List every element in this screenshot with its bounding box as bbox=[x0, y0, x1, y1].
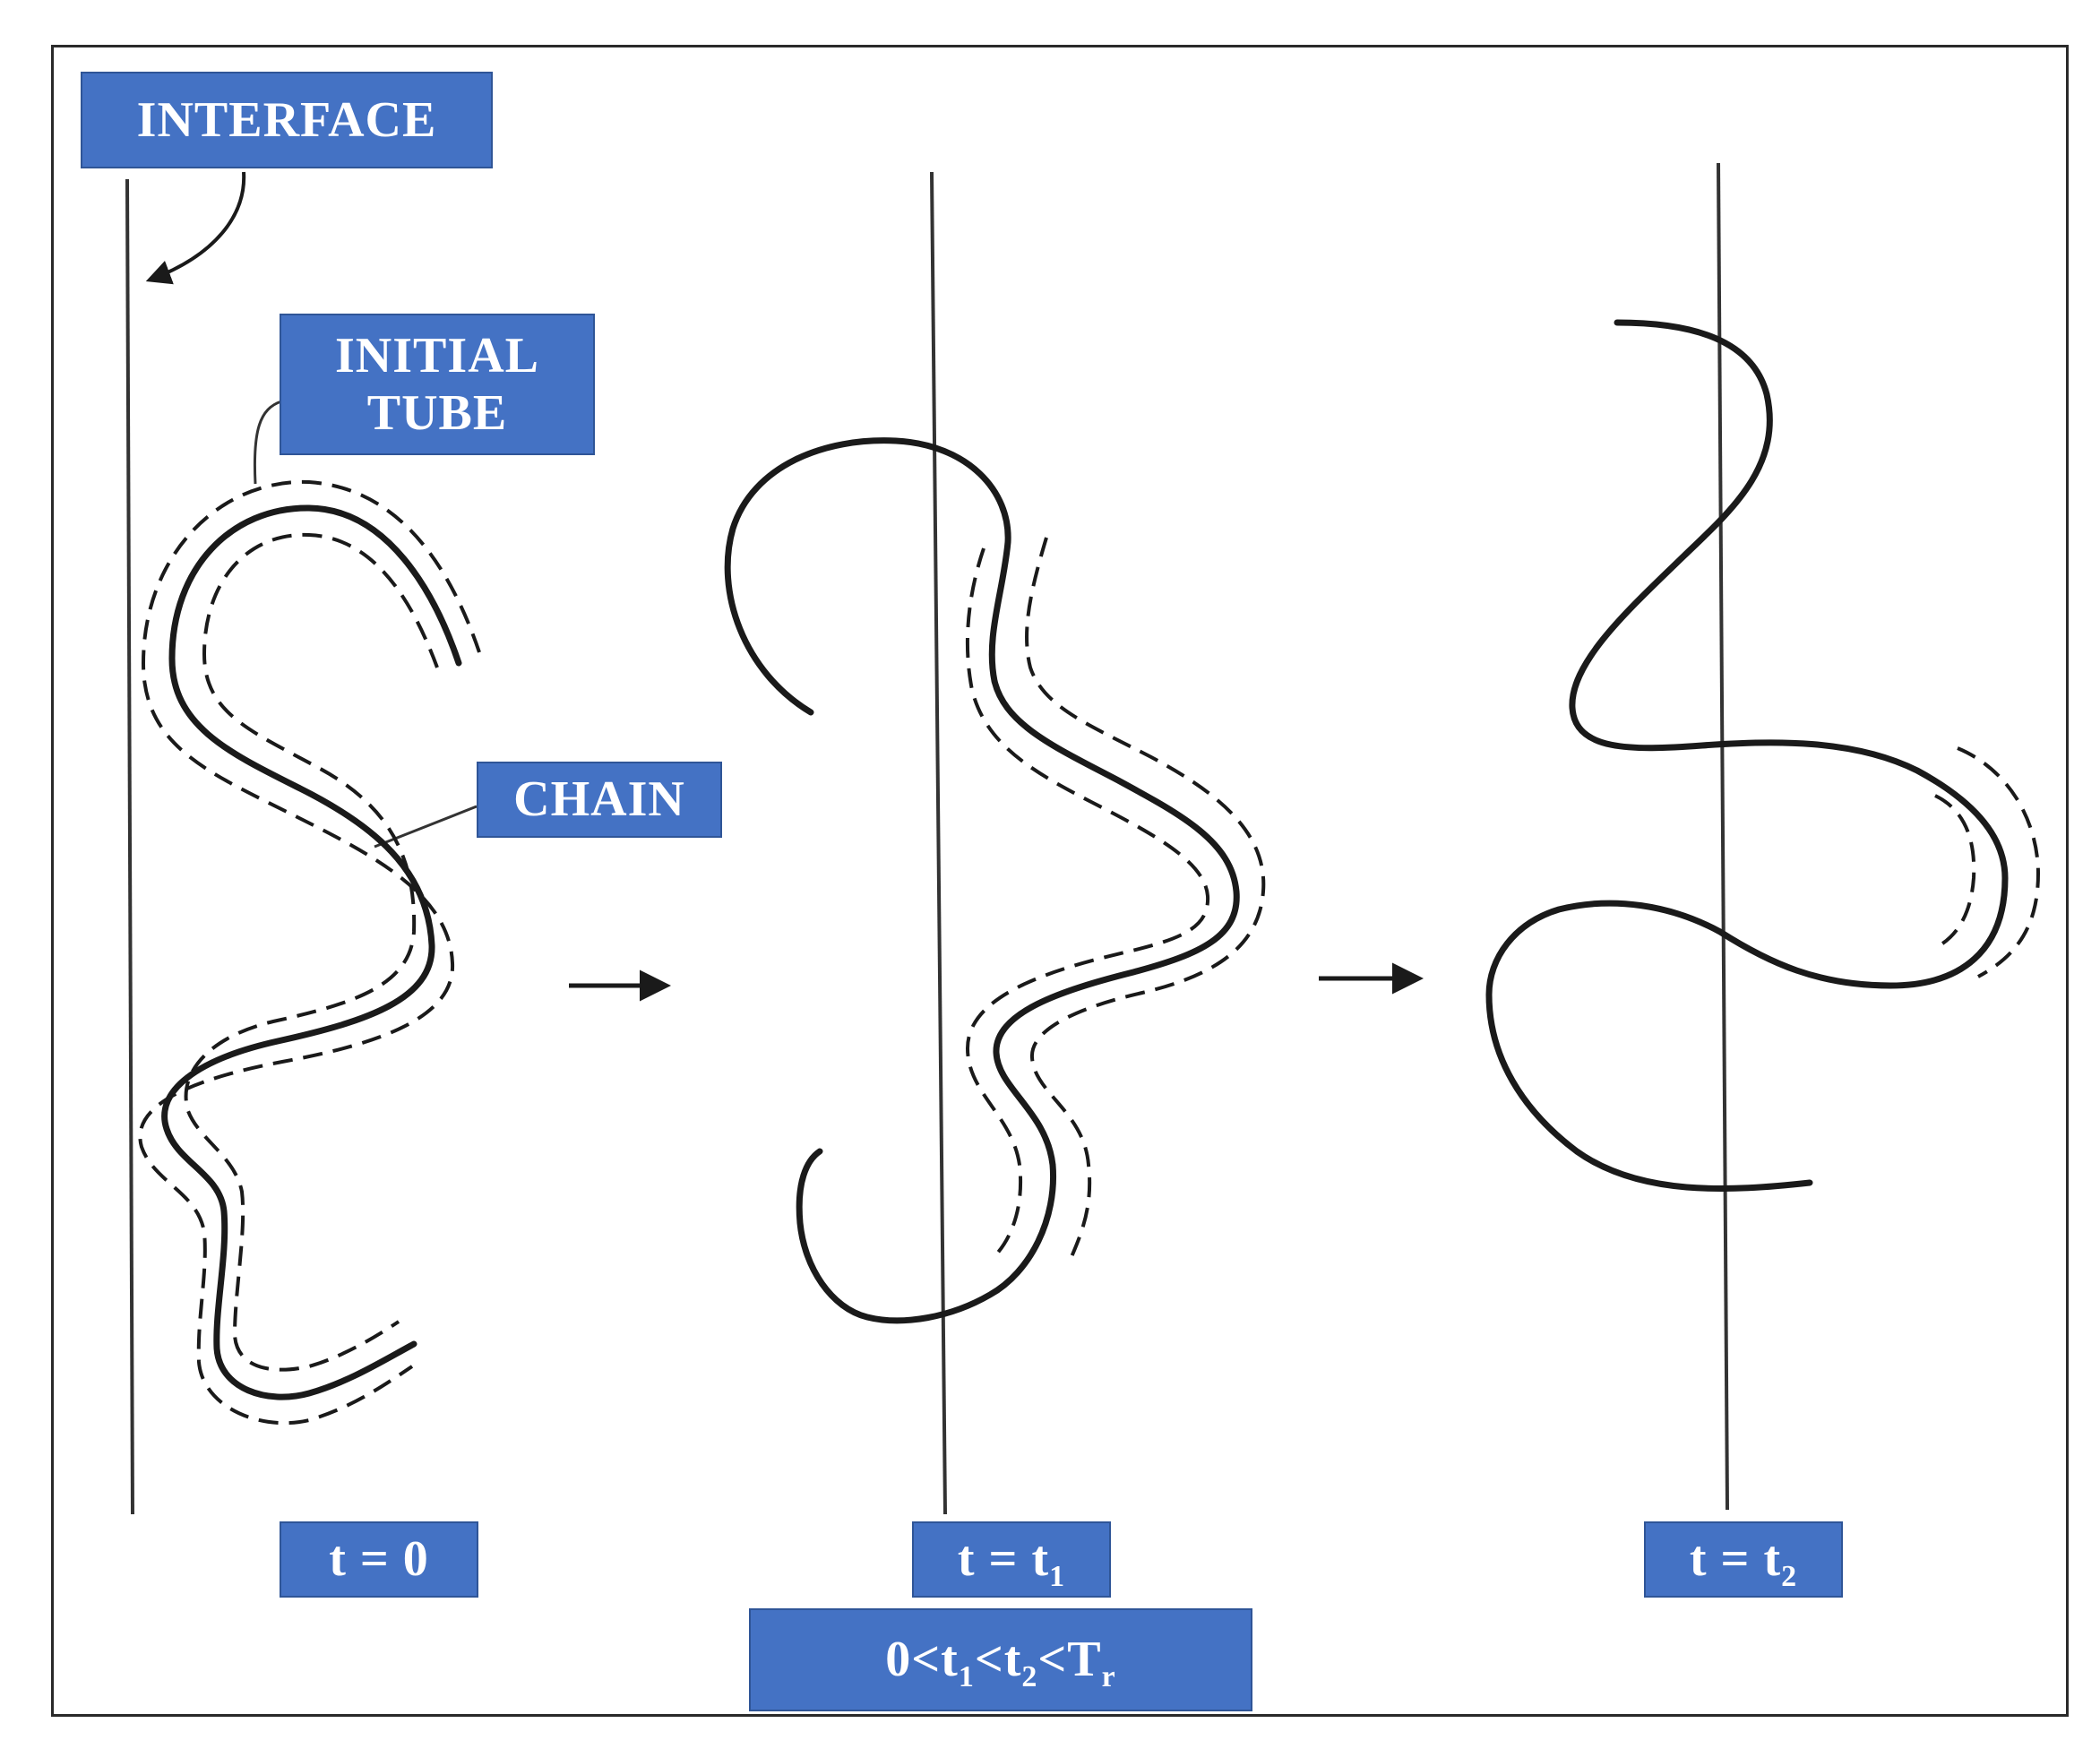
chain-panel-2 bbox=[724, 437, 1240, 1324]
time-1-subscript: 1 bbox=[1049, 1560, 1066, 1594]
time-0-label-text: t = 0 bbox=[329, 1531, 429, 1588]
interface-line-1 bbox=[125, 178, 134, 1515]
diagram-frame bbox=[51, 45, 2069, 1717]
chain-label-text: CHAIN bbox=[513, 771, 685, 828]
initial-tube-inner bbox=[184, 532, 439, 1372]
chain-panel-1 bbox=[161, 504, 462, 1400]
time-2-label-text: t = t2 bbox=[1689, 1530, 1797, 1592]
chain-leader bbox=[374, 805, 478, 849]
chain-panel-3 bbox=[1485, 319, 2009, 1193]
tube-panel-2-outer bbox=[1025, 537, 1266, 1260]
chain-label: CHAIN bbox=[477, 762, 722, 838]
interface-line-2 bbox=[930, 171, 947, 1515]
initial-tube-label-line-1: INITIAL bbox=[335, 327, 539, 383]
condition-sub-2: 2 bbox=[1021, 1660, 1038, 1694]
time-1-main: t = t bbox=[957, 1531, 1050, 1588]
initial-tube-outer bbox=[138, 479, 481, 1426]
time-2-main: t = t bbox=[1689, 1531, 1782, 1588]
time-condition-text: 0<t1<t2<Tr bbox=[885, 1631, 1115, 1693]
time-2-subscript: 2 bbox=[1781, 1560, 1798, 1594]
tube-panel-2-inner bbox=[965, 547, 1210, 1256]
initial-tube-leader bbox=[253, 400, 282, 485]
time-0-label: t = 0 bbox=[280, 1521, 478, 1598]
condition-part-1: 0<t bbox=[885, 1632, 959, 1688]
time-2-label: t = t2 bbox=[1644, 1521, 1843, 1598]
condition-part-2: <t bbox=[974, 1632, 1022, 1688]
time-1-label: t = t1 bbox=[912, 1521, 1111, 1598]
time-1-label-text: t = t1 bbox=[957, 1530, 1065, 1592]
tube-panel-3-outer bbox=[1957, 746, 2041, 978]
condition-sub-3: r bbox=[1101, 1660, 1116, 1694]
initial-tube-label: INITIAL TUBE bbox=[280, 314, 595, 455]
interface-line-3 bbox=[1717, 162, 1729, 1511]
condition-part-3: <T bbox=[1037, 1632, 1102, 1688]
condition-sub-1: 1 bbox=[958, 1660, 975, 1694]
time-condition-label: 0<t1<t2<Tr bbox=[749, 1608, 1252, 1711]
interface-label-text: INTERFACE bbox=[136, 91, 437, 148]
interface-label: INTERFACE bbox=[81, 72, 493, 168]
initial-tube-label-line-2: TUBE bbox=[366, 385, 508, 441]
tube-panel-3-inner bbox=[1934, 794, 1976, 950]
interface-leader-arrow bbox=[145, 171, 246, 285]
